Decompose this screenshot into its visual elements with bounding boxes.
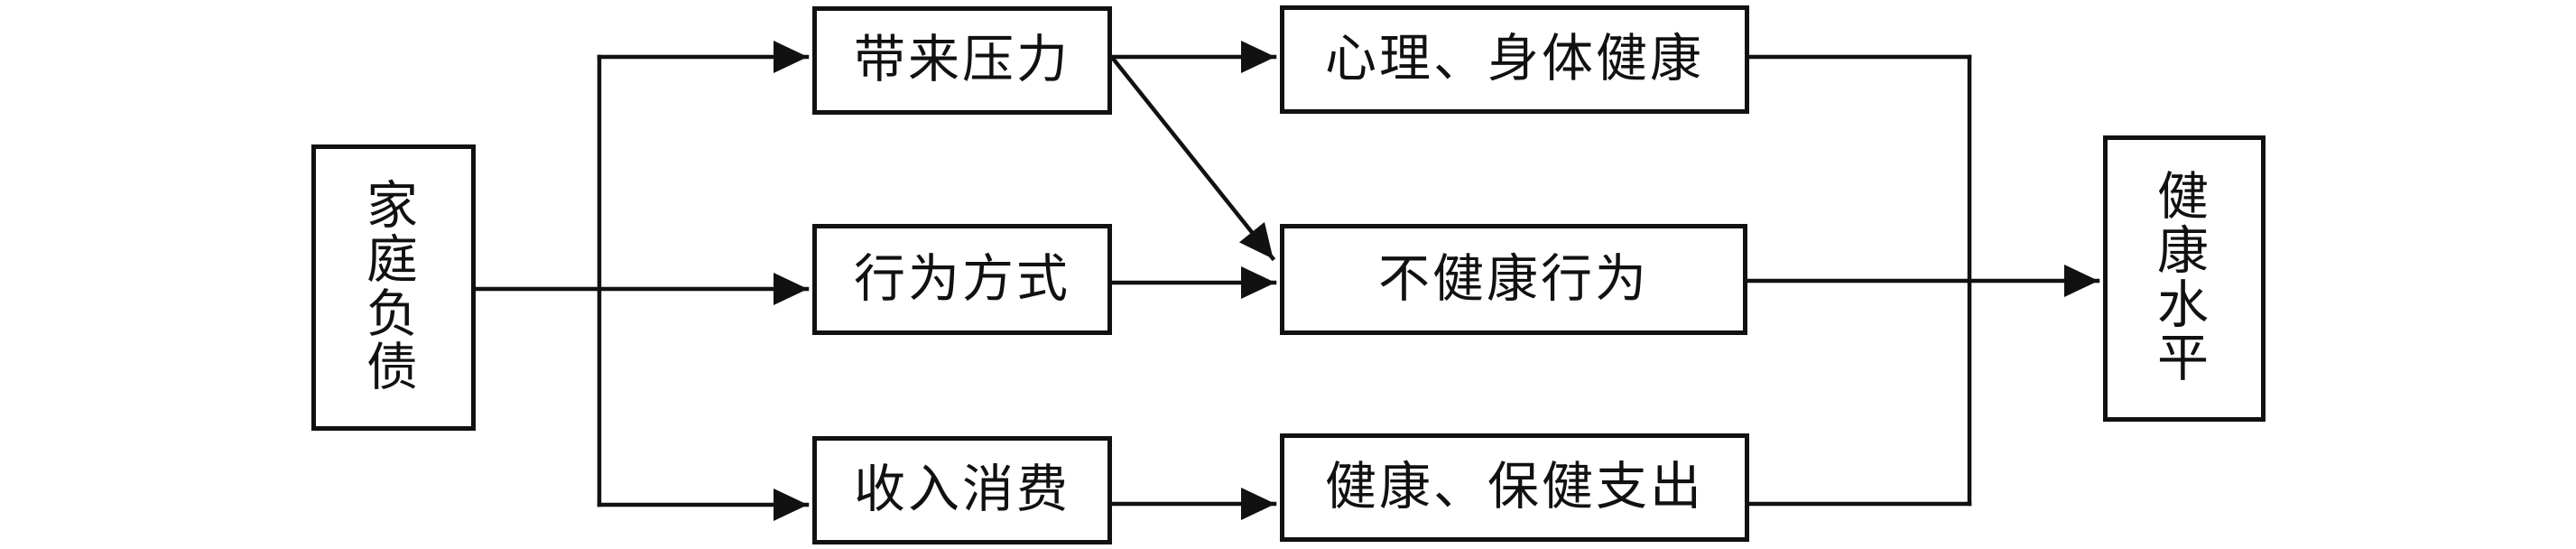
node-unhealthy-behavior: 不健康行为 [1280,224,1747,335]
node-pressure: 带来压力 [812,6,1112,115]
node-health-expenditure: 健康、保健支出 [1280,433,1749,542]
node-behavior: 行为方式 [812,224,1112,335]
node-health-level: 健 康 水 平 [2103,135,2266,422]
node-family-debt-label: 家 庭 负 债 [366,175,421,398]
node-family-debt: 家 庭 负 债 [311,144,476,431]
node-unhealthy-behavior-label: 不健康行为 [1378,248,1649,309]
node-behavior-label: 行为方式 [854,248,1070,309]
node-income-consumption-label: 收入消费 [854,460,1070,520]
node-health-expenditure-label: 健康、保健支出 [1325,457,1704,517]
node-psych-physical-health-label: 心理、身体健康 [1325,29,1704,89]
node-psych-physical-health: 心理、身体健康 [1280,5,1749,114]
node-pressure-label: 带来压力 [854,30,1070,90]
node-health-level-label: 健 康 水 平 [2157,166,2211,389]
edge-pressure-to-unhealthy [1110,56,1276,262]
node-income-consumption: 收入消费 [812,436,1112,544]
